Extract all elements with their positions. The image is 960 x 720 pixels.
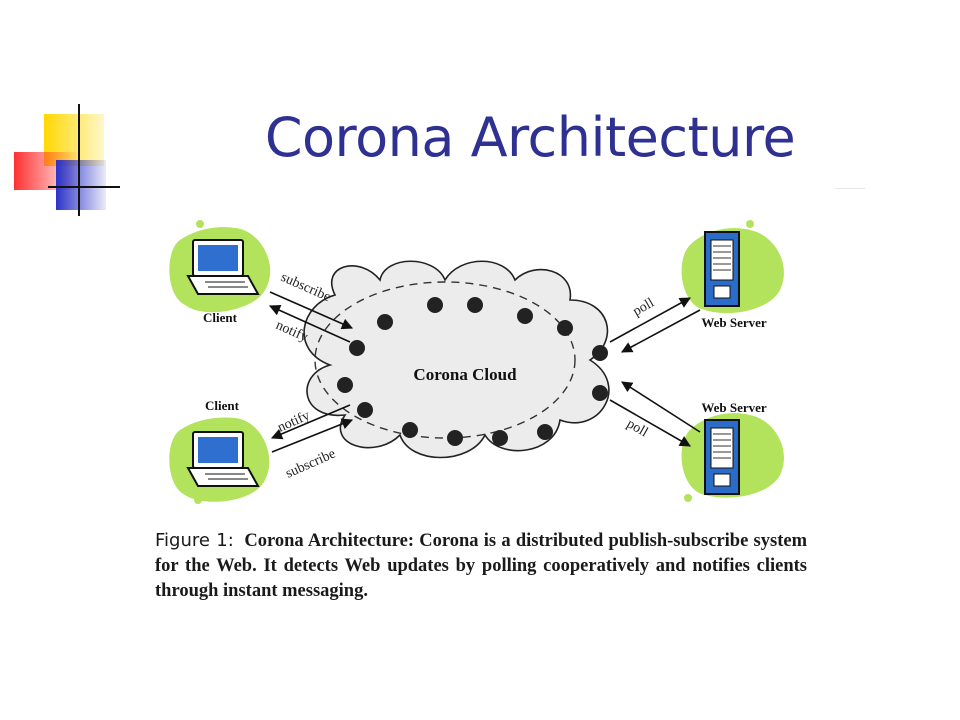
- title-divider: [835, 188, 865, 189]
- server-label: Web Server: [701, 400, 767, 415]
- web-server-bottom: Web Server: [681, 400, 784, 502]
- web-server-top: Web Server: [681, 220, 784, 330]
- client-label: Client: [203, 310, 238, 325]
- laptop-icon: [186, 239, 260, 295]
- poll-return-arrow-top: [621, 309, 701, 353]
- cloud-nodes: [337, 297, 608, 446]
- laptop-icon: [186, 431, 260, 487]
- figure-caption: Figure 1: Corona Architecture: Corona is…: [155, 528, 807, 604]
- architecture-diagram: Corona Cloud Client Client: [169, 220, 784, 504]
- poll-label-top: poll: [631, 296, 657, 320]
- caption-text: Corona Architecture: Corona is a distrib…: [155, 531, 807, 601]
- slide-title: Corona Architecture: [264, 106, 796, 169]
- server-label: Web Server: [701, 315, 767, 330]
- poll-return-arrow-bottom: [621, 381, 701, 433]
- notify-arrow-top: [268, 305, 351, 343]
- poll-arrow-top: [609, 297, 691, 343]
- poll-arrow-bottom: [609, 399, 691, 447]
- subscribe-arrow-top: [269, 291, 354, 330]
- notify-label-bottom: notify: [276, 408, 313, 435]
- corner-decoration: [14, 104, 120, 216]
- server-icon: [704, 231, 740, 307]
- client-label: Client: [205, 398, 240, 413]
- figure-label: Figure 1:: [155, 530, 234, 551]
- corona-cloud: Corona Cloud: [303, 260, 610, 459]
- client-top: Client: [169, 220, 271, 325]
- server-icon: [704, 419, 740, 495]
- client-bottom: Client: [169, 398, 270, 504]
- notify-arrow-bottom: [270, 404, 351, 440]
- subscribe-arrow-bottom: [271, 418, 354, 453]
- subscribe-label-bottom: subscribe: [284, 446, 338, 481]
- cloud-label: Corona Cloud: [413, 365, 517, 384]
